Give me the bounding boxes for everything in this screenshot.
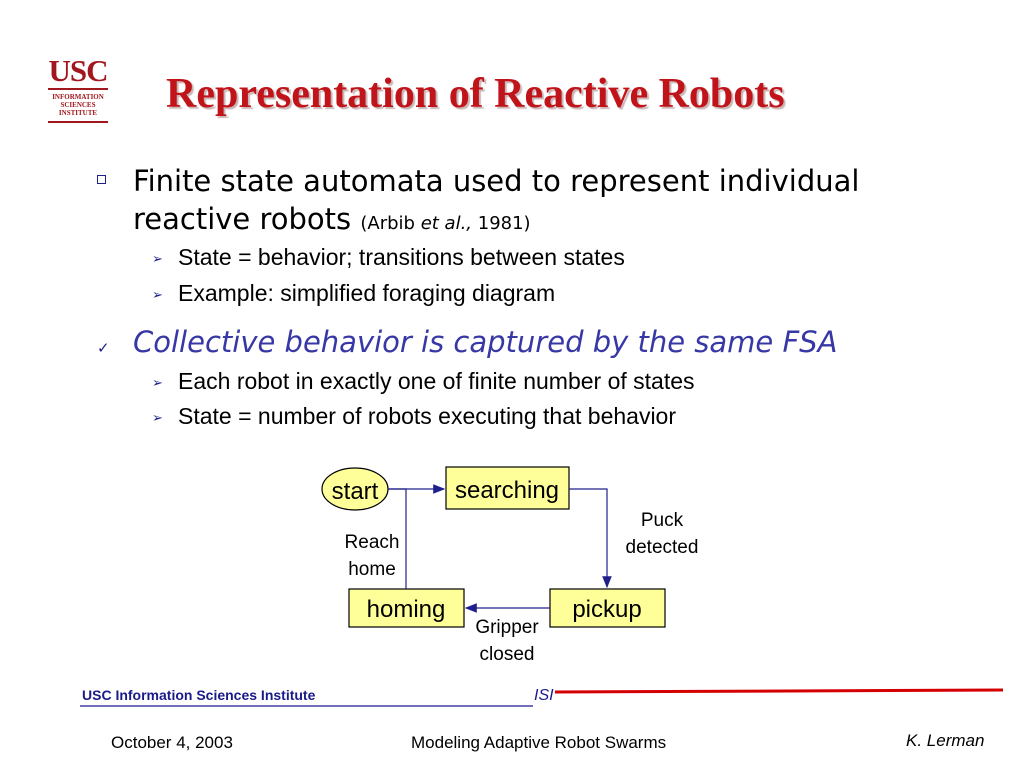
citation-post: 1981) <box>472 213 531 234</box>
logo-rule <box>48 88 108 90</box>
arrow-bullet-icon: ➢ <box>152 252 163 267</box>
reach-label-2: home <box>348 559 396 580</box>
searching-label: searching <box>455 477 559 504</box>
footer-talk-title: Modeling Adaptive Robot Swarms <box>411 733 667 752</box>
citation-pre: (Arbib <box>360 213 421 234</box>
logo-rule-bottom <box>48 121 108 123</box>
arrow-bullet-icon: ➢ <box>152 376 163 391</box>
edge-homing-start <box>388 488 407 589</box>
bullet-1-sub-1: State = behavior; transitions between st… <box>178 244 625 270</box>
logo-line-2: SCIENCES <box>60 101 96 109</box>
start-label: start <box>332 478 379 505</box>
arrow-bullet-icon: ➢ <box>152 288 163 303</box>
citation: (Arbib et al., 1981) <box>360 213 530 234</box>
puck-label-1: Puck <box>641 510 684 531</box>
footer-red-rule <box>554 688 1004 694</box>
check-bullet-icon: ✓ <box>97 339 110 357</box>
footer-date: October 4, 2003 <box>111 733 233 752</box>
gripper-label-2: closed <box>480 644 535 665</box>
bullet-2-text: Collective behavior is captured by the s… <box>133 325 838 359</box>
logo-line-1: INFORMATION <box>52 93 104 101</box>
slide-title: Representation of Reactive Robots <box>166 71 785 117</box>
footer-institute: USC Information Sciences Institute <box>82 687 316 703</box>
footer-isi: ISI <box>534 687 554 704</box>
edge-searching-pickup <box>569 488 612 589</box>
puck-label-2: detected <box>626 537 699 558</box>
usc-isi-logo: USC INFORMATION SCIENCES INSTITUTE <box>44 53 112 136</box>
homing-state <box>348 588 465 628</box>
pickup-state <box>549 588 666 628</box>
bullet-2-sub-2: State = number of robots executing that … <box>178 403 677 429</box>
gripper-label-1: Gripper <box>475 617 539 638</box>
arrow-bullet-icon: ➢ <box>152 411 163 426</box>
homing-label: homing <box>367 596 446 623</box>
bullet-1-text: Finite state automata used to represent … <box>133 164 860 236</box>
bullet-1-sub-2: Example: simplified foraging diagram <box>178 280 556 306</box>
pickup-label: pickup <box>572 596 641 623</box>
searching-state <box>445 466 570 510</box>
citation-et-al: et al., <box>420 213 473 234</box>
logo-usc-text: USC <box>48 53 108 88</box>
footer-author: K. Lerman <box>906 731 985 750</box>
bullet-2-sub-1: Each robot in exactly one of finite numb… <box>178 368 695 394</box>
reach-label-1: Reach <box>345 532 400 553</box>
bullet-1: Finite state automata used to represent … <box>133 162 893 243</box>
square-bullet-icon <box>97 175 106 184</box>
logo-line-3: INSTITUTE <box>58 109 98 117</box>
